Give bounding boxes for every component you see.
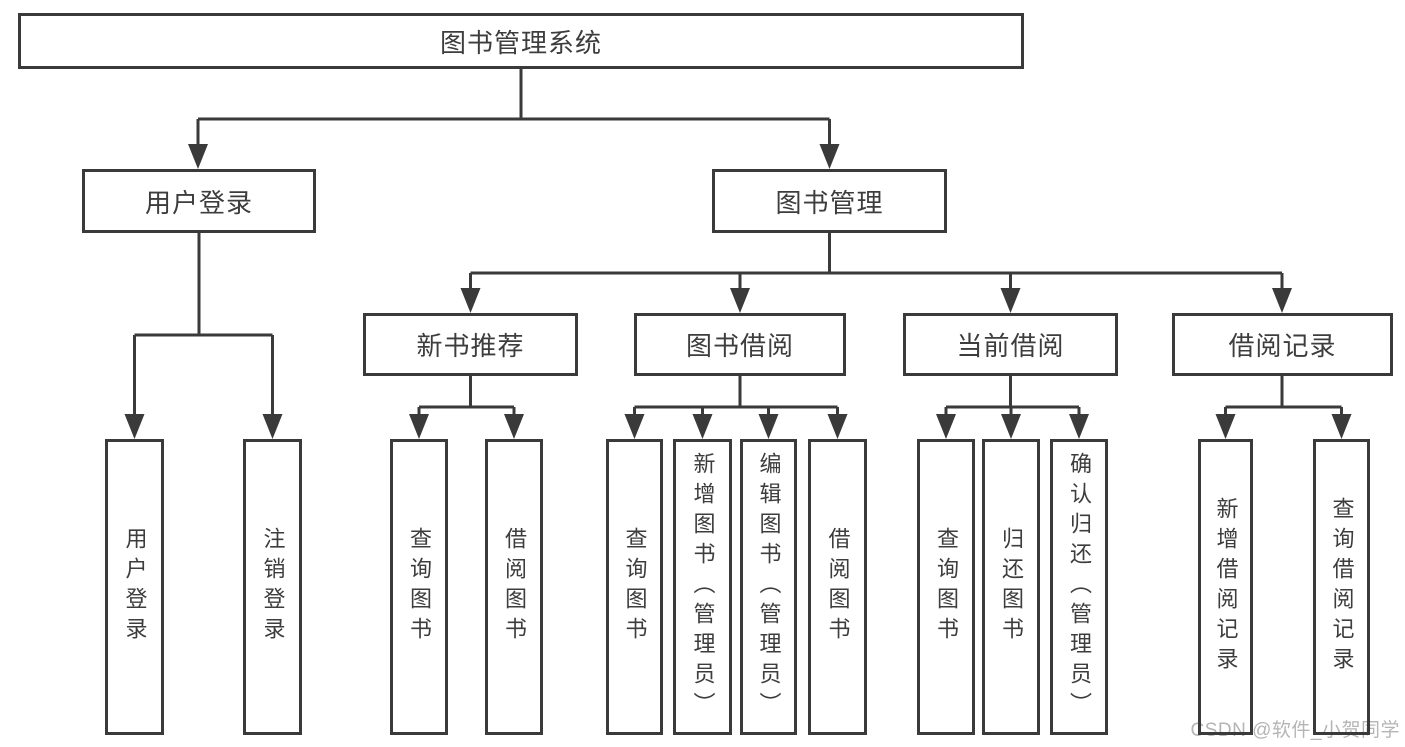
arrowhead (1272, 288, 1292, 313)
node-new-book-recommend: 新书推荐 (363, 313, 578, 376)
arrowhead (1069, 414, 1089, 439)
node-borrow-records: 借阅记录 (1172, 313, 1393, 376)
connector-book-borrow-group (633, 376, 839, 418)
arrowhead (624, 414, 645, 439)
connector-user-login-group (133, 233, 274, 418)
arrowhead (1215, 414, 1236, 439)
arrowhead (819, 144, 840, 169)
arrowhead (188, 144, 208, 169)
csdn-watermark: CSDN @软件_小贺同学 (1190, 720, 1400, 741)
connector-new-book-group (417, 376, 516, 418)
arrowhead (1001, 414, 1021, 439)
node-book-borrow: 图书借阅 (634, 313, 846, 376)
leaf-borrow-book-recommend: 借阅图书 (485, 439, 543, 735)
arrowhead (409, 414, 429, 439)
node-book-management: 图书管理 (712, 169, 947, 233)
node-user-login: 用户登录 (82, 169, 316, 233)
arrowhead (124, 414, 145, 439)
connector-root-to-level2 (196, 69, 831, 148)
leaf-edit-book-admin: 编辑图书（管理员） (740, 439, 797, 735)
leaf-add-borrow-record: 新增借阅记录 (1198, 439, 1253, 735)
arrowhead (692, 414, 713, 439)
arrowheads (124, 144, 1352, 439)
leaf-user-login: 用户登录 (105, 439, 164, 735)
leaf-query-book-borrow: 查询图书 (606, 439, 663, 735)
connector-borrow-records-group (1224, 376, 1343, 418)
leaf-query-book-recommend: 查询图书 (390, 439, 448, 735)
arrowhead (936, 414, 956, 439)
arrowhead (1331, 414, 1352, 439)
arrowhead (262, 414, 283, 439)
leaf-borrow-book: 借阅图书 (808, 439, 867, 735)
leaf-return-book: 归还图书 (982, 439, 1040, 735)
leaf-confirm-return-admin: 确认归还（管理员） (1050, 439, 1108, 735)
node-current-borrow: 当前借阅 (903, 313, 1118, 376)
connector-book-management-group (469, 233, 1284, 292)
arrowhead (758, 414, 779, 439)
arrowhead (1000, 288, 1021, 313)
leaf-add-book-admin: 新增图书（管理员） (673, 439, 732, 735)
arrowhead (827, 414, 848, 439)
arrowhead (460, 288, 481, 313)
leaf-logout: 注销登录 (243, 439, 302, 735)
connector-current-borrow-group (944, 376, 1081, 418)
arrowhead (730, 288, 750, 313)
leaf-query-borrow-record: 查询借阅记录 (1313, 439, 1370, 735)
node-root: 图书管理系统 (18, 13, 1024, 69)
arrowhead (504, 414, 524, 439)
leaf-query-book-current: 查询图书 (917, 439, 975, 735)
